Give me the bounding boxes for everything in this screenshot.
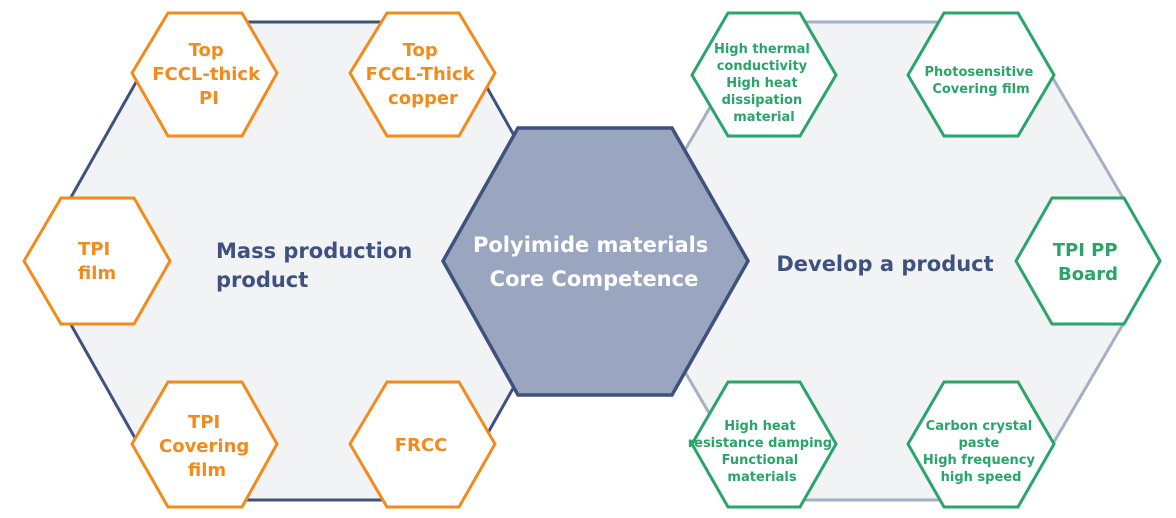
mass-item-3-line-2: film (78, 263, 116, 284)
develop-item-5-line-1: Carbon crystal (926, 419, 1033, 434)
svg-text:Top FCCL-Thick cop: Top FCCL-Thick copper (366, 40, 481, 109)
mass-production-line-2: product (216, 268, 308, 292)
mass-item-2-line-1: Top (403, 40, 438, 61)
develop-item-4-line-4: materials (727, 470, 796, 485)
develop-item-5-line-4: high speed (941, 470, 1022, 485)
mass-item-tpi-covering-film: TPI Covering film (130, 380, 279, 509)
mass-item-tpi-film: TPI film (22, 196, 172, 326)
mass-item-3-line-1: TPI (78, 239, 110, 260)
mass-item-fccl-thick-pi: Top FCCL-thick PI (130, 11, 279, 138)
develop-item-4-line-3: Functional (722, 453, 799, 468)
svg-text:TPI film: TPI film (78, 239, 116, 284)
mass-production-label: Mass production product (216, 239, 419, 292)
mass-item-5-line-1: FRCC (395, 435, 448, 456)
core-competence-label: Polyimide materials Core Competence (473, 233, 715, 291)
develop-item-1-line-5: material (733, 110, 794, 125)
svg-text:High heat resistance dam: High heat resistance damping Functional … (688, 419, 837, 485)
core-line-1: Polyimide materials (473, 233, 708, 257)
mass-item-4-line-1: TPI (188, 412, 220, 433)
svg-text:Photosensitive Covering: Photosensitive Covering film (925, 65, 1038, 97)
mass-item-2-line-2: FCCL-Thick (366, 64, 476, 85)
develop-item-1-line-1: High thermal (714, 42, 810, 57)
develop-item-5-line-2: paste (959, 436, 1000, 451)
develop-item-tpi-pp-board: TPI PP Board (1014, 196, 1162, 326)
develop-item-heat-resistance-damping: High heat resistance damping Functional … (688, 380, 838, 509)
svg-text:Top FCCL-thick PI: Top FCCL-thick PI (152, 40, 266, 109)
svg-text:TPI PP Board: TPI PP Board (1053, 240, 1124, 285)
mass-item-4-line-3: film (188, 460, 226, 481)
develop-item-3-line-2: Board (1058, 264, 1118, 285)
mass-item-4-line-2: Covering (159, 436, 249, 457)
develop-item-1-line-4: dissipation (722, 93, 803, 108)
svg-text:TPI Covering film: TPI Covering film (159, 412, 255, 481)
mass-item-1-line-3: PI (199, 88, 219, 109)
svg-text:Carbon crystal paste: Carbon crystal paste High frequency high… (923, 419, 1039, 485)
svg-text:FRCC: FRCC (395, 435, 448, 456)
mass-item-1-line-2: FCCL-thick (152, 64, 261, 85)
develop-item-carbon-crystal-paste: Carbon crystal paste High frequency high… (906, 380, 1056, 509)
mass-item-fccl-thick-copper: Top FCCL-Thick copper (348, 11, 497, 138)
svg-text:High thermal conductivit: High thermal conductivity High heat diss… (714, 42, 814, 125)
mass-production-line-1: Mass production (216, 239, 412, 263)
develop-item-4-line-1: High heat (724, 419, 795, 434)
develop-item-3-line-1: TPI PP (1053, 240, 1118, 261)
develop-item-thermal-conductivity: High thermal conductivity High heat diss… (690, 11, 838, 138)
mass-item-1-line-1: Top (189, 40, 224, 61)
develop-item-5-line-3: High frequency (923, 453, 1036, 468)
develop-item-1-line-2: conductivity (717, 59, 808, 74)
develop-item-2-line-2: Covering film (932, 82, 1029, 97)
core-competence-hexagon (440, 126, 751, 397)
develop-item-2-line-1: Photosensitive (925, 65, 1034, 80)
develop-product-label: Develop a product (776, 252, 993, 276)
mass-item-2-line-3: copper (388, 88, 458, 109)
develop-product-line-1: Develop a product (776, 252, 993, 276)
core-line-2: Core Competence (490, 267, 699, 291)
develop-item-4-line-2: resistance damping (688, 436, 832, 451)
mass-item-frcc: FRCC (348, 380, 497, 509)
develop-item-1-line-3: High heat (726, 76, 797, 91)
develop-item-photosensitive-film: Photosensitive Covering film (906, 11, 1056, 138)
